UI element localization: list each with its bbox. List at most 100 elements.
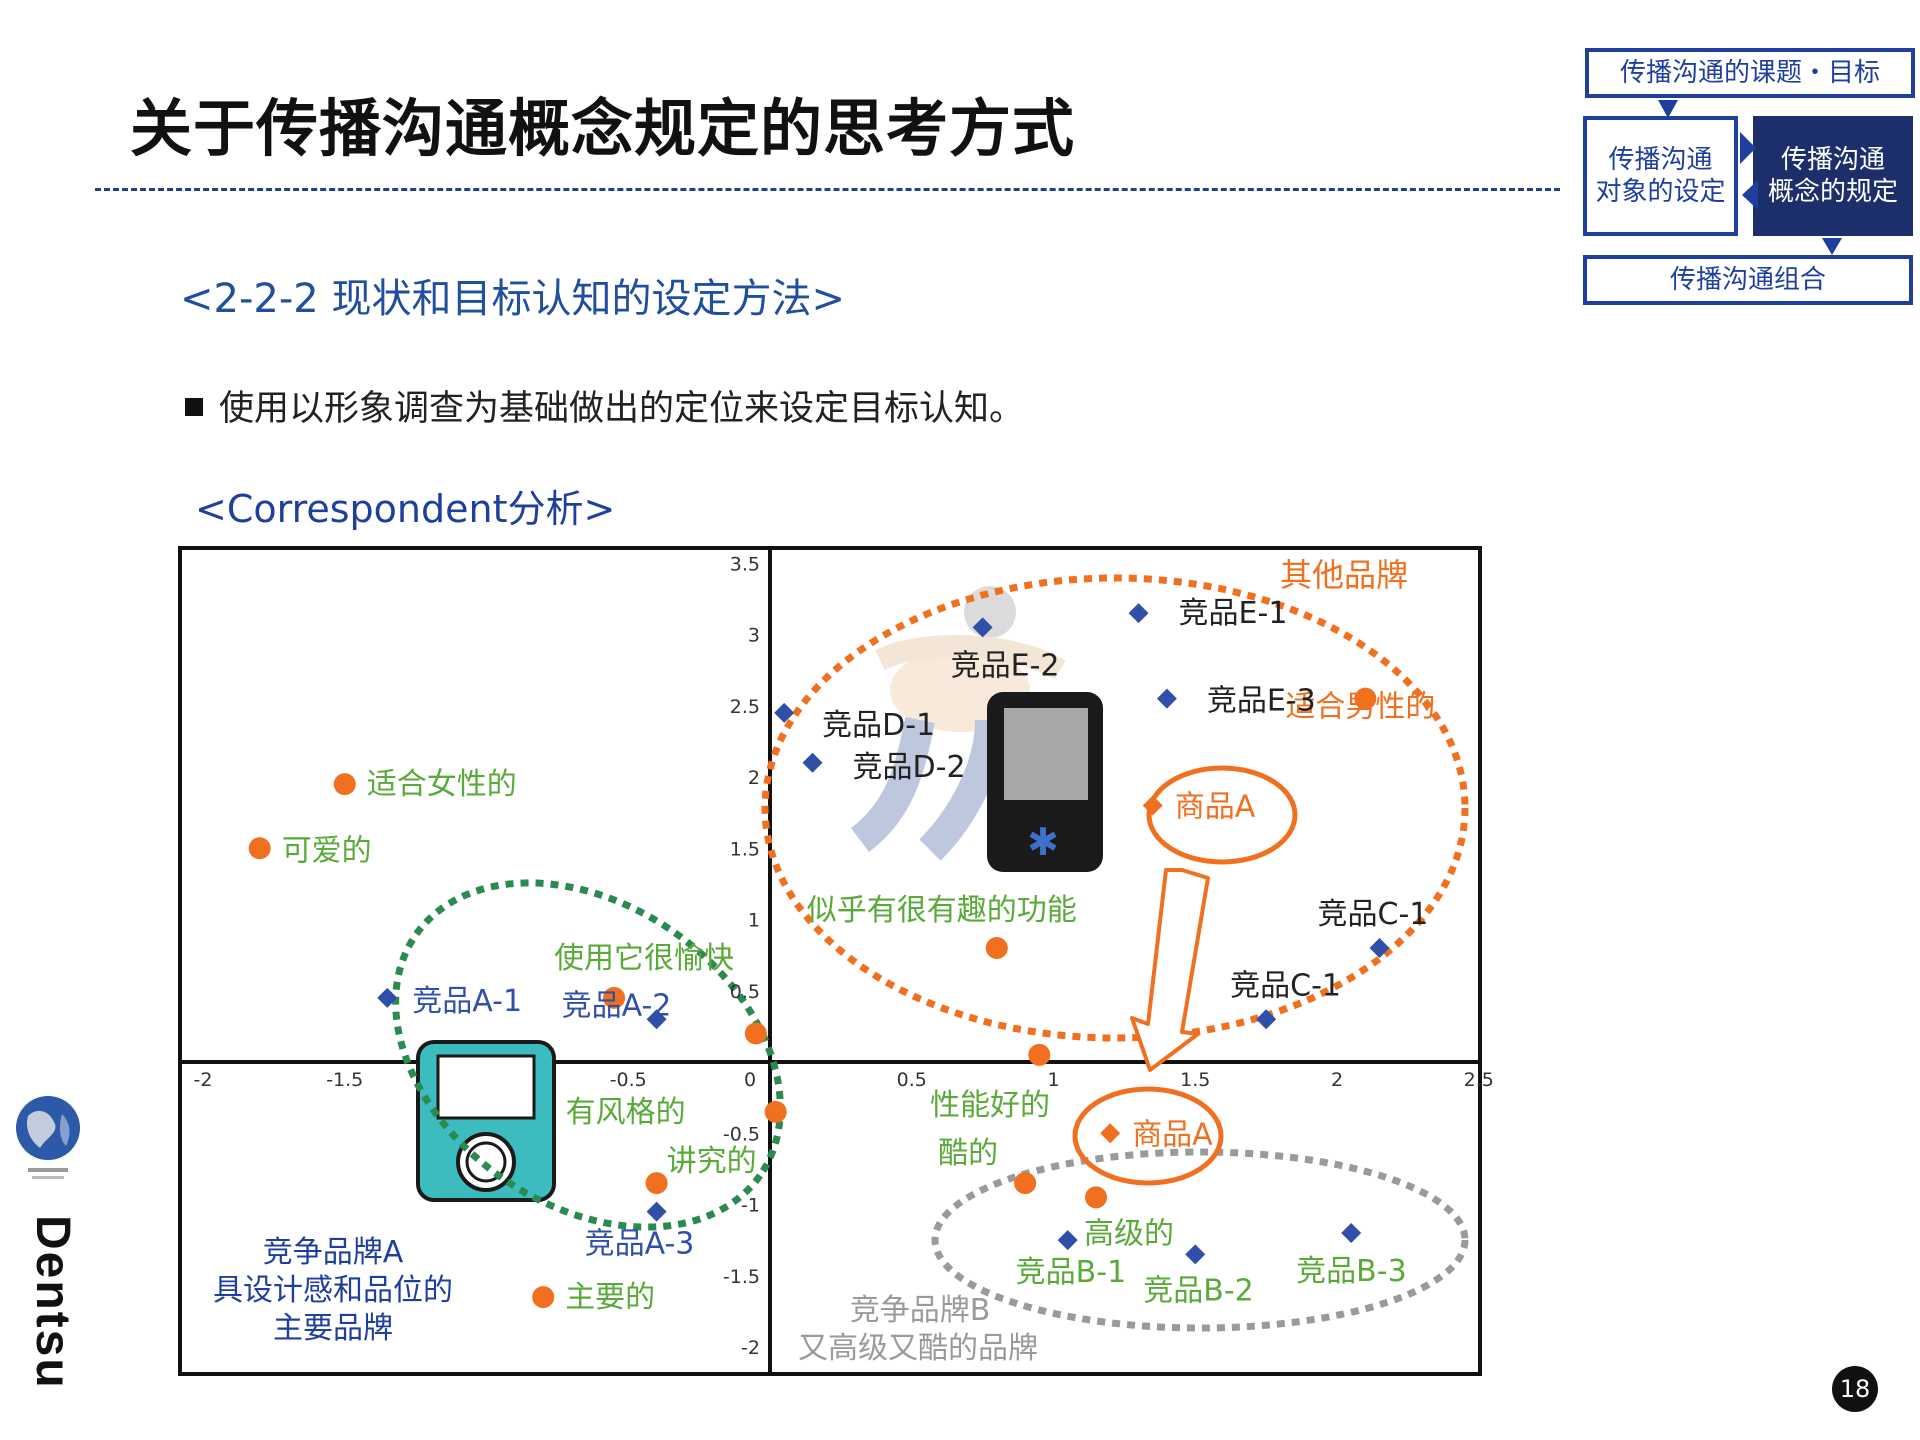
brand-point <box>1369 938 1390 958</box>
group-label-competitor-a: 主要品牌 <box>273 1311 393 1346</box>
group-label-other: 其他品牌 <box>1280 556 1408 594</box>
y-tick-label: 1.5 <box>730 838 760 860</box>
attribute-label: 讲究的 <box>667 1144 757 1179</box>
brand-point <box>1156 688 1177 709</box>
competitor-b-ellipse <box>931 1148 1469 1332</box>
group-label-competitor-b: 又高级又酷的品牌 <box>798 1331 1038 1366</box>
x-tick-label: 0.5 <box>897 1069 927 1091</box>
brand-label: 竞品E-2 <box>951 648 1060 683</box>
brand-label: 竞品A-3 <box>585 1227 695 1262</box>
brand-point <box>774 702 795 723</box>
repositioning-arrow-icon <box>1130 868 1210 1072</box>
brand-point <box>1057 1230 1078 1251</box>
y-tick-label: -1 <box>741 1195 760 1217</box>
section-title: <2-2-2 现状和目标认知的设定方法> <box>180 276 845 322</box>
attribute-point <box>333 773 356 796</box>
brand-label: 竞品B-2 <box>1143 1273 1254 1308</box>
attribute-label: 性能好的 <box>930 1088 1050 1123</box>
brand-label: 竞品B-3 <box>1296 1254 1407 1289</box>
group-label-competitor-a: 具设计感和品位的 <box>213 1273 453 1308</box>
player-device-icon-teal <box>416 1040 556 1202</box>
nav-box-mix[interactable]: 传播沟通组合 <box>1583 255 1913 305</box>
attribute-point <box>1028 1043 1051 1066</box>
arrow-down-icon <box>1658 100 1678 118</box>
attribute-label: 适合女性的 <box>367 767 517 802</box>
bullet-square-icon <box>185 398 203 416</box>
x-tick-label: 1 <box>1047 1069 1059 1091</box>
brand-point <box>802 752 823 773</box>
attribute-label: 高级的 <box>1084 1216 1174 1251</box>
attribute-point <box>744 1022 767 1045</box>
svg-text:✱: ✱ <box>1027 820 1059 864</box>
nav-box-target[interactable]: 传播沟通 对象的设定 <box>1583 116 1738 236</box>
globe-logo <box>16 1096 80 1179</box>
page-title: 关于传播沟通概念规定的思考方式 <box>130 92 1076 165</box>
attribute-point <box>248 837 271 860</box>
y-tick-label: -0.5 <box>723 1123 760 1145</box>
plot-frame <box>178 546 1482 1376</box>
attribute-label: 使用它很愉快 <box>554 941 734 976</box>
brand-label: 竞品A-2 <box>562 988 672 1023</box>
x-tick-label: -0.5 <box>610 1069 647 1091</box>
attribute-point <box>603 986 626 1009</box>
brand-point <box>1256 1009 1277 1030</box>
attribute-point <box>1354 687 1377 710</box>
other-brands-ellipse <box>761 574 1469 1042</box>
y-tick-label: 1 <box>748 910 760 932</box>
brand-label: 竞品C-1 <box>1318 897 1429 932</box>
y-tick-label: 2 <box>748 767 760 789</box>
y-tick-label: -2 <box>741 1337 760 1359</box>
attribute-label: 可爱的 <box>282 833 372 868</box>
attribute-point <box>1014 1172 1037 1195</box>
product-highlight-top <box>1146 765 1298 865</box>
attribute-label: 有风格的 <box>566 1095 686 1130</box>
arrow-right-icon <box>1740 132 1756 164</box>
nav-box-goals[interactable]: 传播沟通的课题・目标 <box>1585 48 1915 98</box>
brand-point <box>377 987 398 1008</box>
nav-box-concept-label: 传播沟通 概念的规定 <box>1767 145 1898 207</box>
y-tick-label: -1.5 <box>723 1266 760 1288</box>
product-points: 商品A 商品A <box>1100 790 1256 1152</box>
y-tick-label: 2.5 <box>730 696 760 718</box>
brand-label: 竞品D-2 <box>853 750 966 785</box>
page-number: 18 <box>1832 1366 1878 1412</box>
nav-box-mix-label: 传播沟通组合 <box>1669 265 1826 295</box>
attribute-label: 酷的 <box>938 1136 998 1171</box>
brand-label: 竞品A-1 <box>412 984 522 1019</box>
analysis-label: <Correspondent分析> <box>195 487 616 531</box>
brand-point <box>1341 1223 1362 1243</box>
arrow-down-icon <box>1822 238 1842 255</box>
group-label-competitor-b: 竞争品牌B <box>850 1293 991 1328</box>
competitor-a-ellipse <box>392 879 784 1231</box>
y-tick-label: 3 <box>748 625 760 647</box>
y-tick-label: 3.5 <box>730 553 760 575</box>
product-highlight-bottom <box>1072 1086 1224 1186</box>
attribute-point <box>985 937 1008 959</box>
brand-label: 竞品D-1 <box>822 708 935 743</box>
product-point <box>1142 795 1163 816</box>
x-tick-label: -1.5 <box>326 1069 363 1091</box>
brand-label: 竞品C-1 <box>1230 968 1341 1003</box>
attribute-label: 适合男性的 <box>1285 690 1435 725</box>
group-label-competitor-a: 竞争品牌A <box>263 1235 404 1270</box>
x-tick-label: 2 <box>1331 1069 1343 1091</box>
brand-label: 竞品E-1 <box>1179 596 1288 631</box>
arrow-left-icon <box>1742 180 1758 210</box>
brand-label: 竞品B-1 <box>1016 1255 1127 1290</box>
product-point <box>1100 1123 1121 1144</box>
product-label: 商品A <box>1132 1117 1213 1152</box>
attribute-point <box>532 1286 555 1309</box>
dentsu-logo: Dentsu <box>26 1215 79 1390</box>
attribute-point <box>764 1100 787 1123</box>
bullet-text: 使用以形象调查为基础做出的定位来设定目标认知。 <box>185 380 1024 431</box>
brand-point <box>972 617 993 638</box>
nav-box-concept[interactable]: 传播沟通 概念的规定 <box>1753 116 1913 236</box>
x-tick-label: 2.5 <box>1464 1069 1494 1091</box>
player-device-icon-dark: ✱ <box>987 692 1103 872</box>
product-label: 商品A <box>1175 790 1256 825</box>
nav-box-target-label: 传播沟通 对象的设定 <box>1595 145 1726 207</box>
nav-arrows <box>1658 100 1842 255</box>
